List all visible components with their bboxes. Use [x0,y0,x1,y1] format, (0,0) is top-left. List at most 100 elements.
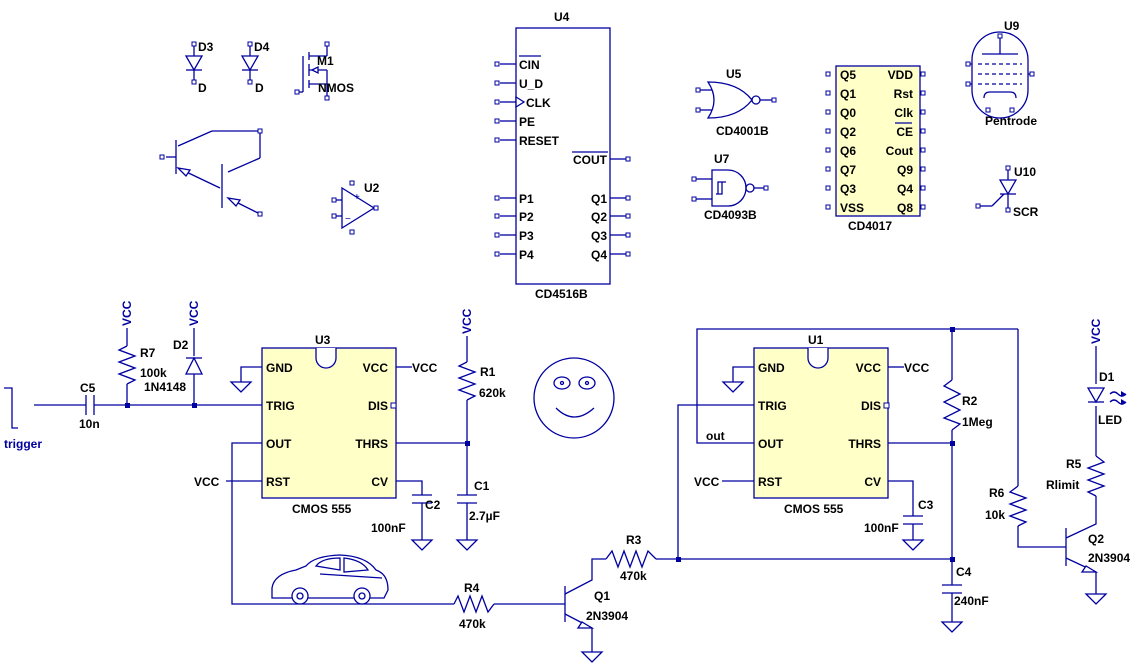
diode-d4-icon [240,41,260,85]
cd4017-pin-q7: Q7 [840,163,856,177]
r5-value: Rlimit [1046,478,1079,492]
vcc-rst-label: VCC [194,475,220,489]
capacitor-c3-icon [901,515,925,551]
cd4017-pin-q3: Q3 [840,182,856,196]
u1-vcc-rst-label: VCC [694,475,720,489]
c3-value: 100nF [864,521,899,535]
r7-ref: R7 [140,346,156,360]
u4-pin-q1: Q1 [591,192,607,206]
capacitor-c1-icon [455,494,479,551]
car-icon [271,554,389,605]
c4-value: 240nF [954,594,989,608]
u1-pin-thrs: THRS [848,437,881,451]
d4-ref: D4 [254,40,270,54]
vcc-r1-label: VCC [460,308,474,334]
svg-text:+: + [354,192,360,203]
r4-ref: R4 [464,581,480,595]
cd4017-pin-q1: Q1 [840,87,856,101]
resistor-r3-icon [605,549,657,569]
nmos-m1-icon [294,41,330,101]
c1-ref: C1 [474,479,490,493]
u1-pin-trig: TRIG [758,399,787,413]
cd4017-pin-q8: Q8 [897,201,913,215]
d4-value: D [255,81,264,95]
cd4017-pin-cout: Cout [886,144,913,158]
d3-value: D [198,81,207,95]
vcc-d2-label: VCC [187,300,201,326]
u1-pin-rst: RST [758,475,783,489]
u10-ref: U10 [1014,165,1036,179]
u1-pin-out: OUT [758,437,784,451]
r1-value: 620k [479,386,506,400]
u9-ref: U9 [1004,19,1020,33]
u5-ref: U5 [726,67,742,81]
r2-value: 1Meg [962,415,993,429]
c5-ref: C5 [80,381,96,395]
u4-pin-p4: P4 [519,248,534,262]
u1-pin-cv: CV [864,475,881,489]
u3-pin-out: OUT [266,437,292,451]
diode-d2-icon [184,356,204,375]
u1-pin-gnd: GND [758,361,785,375]
r1-ref: R1 [480,365,496,379]
cd4017-pin-rst: Rst [894,87,913,101]
smiley-face-icon [533,357,615,439]
u3-pin-trig: TRIG [266,399,295,413]
u1-vcc-net: VCC [904,361,930,375]
u7-ref: U7 [714,152,730,166]
d3-ref: D3 [198,40,214,54]
cd4017-pin-q0: Q0 [840,106,856,120]
u4-pin-cout: COUT [573,153,608,167]
u3-pin-dis: DIS [368,399,388,413]
u4-pin-p2: P2 [519,210,534,224]
ground-icon [580,651,604,663]
u1-pin-dis: DIS [861,399,881,413]
ground-icon [721,381,745,393]
cd4017-pin-ce: CE [896,125,913,139]
u4-ref: U4 [554,10,570,24]
u4-pin-q4: Q4 [591,248,607,262]
u4-part: CD4516B [535,287,588,301]
ic-cd4017 [825,65,926,217]
u7-part: CD4093B [704,208,757,222]
resistor-r2-icon [942,379,962,431]
vcc-r7-label: VCC [120,300,134,326]
c5-value: 10n [79,417,100,431]
r5-ref: R5 [1066,457,1082,471]
u4-pin-q3: Q3 [591,229,607,243]
u3-vcc-net: VCC [412,361,438,375]
nor-gate-u5-icon [695,81,777,119]
q2-ref: Q2 [1088,532,1104,546]
u4-right-pin-stubs [610,156,631,257]
d2-ref: D2 [173,338,189,352]
cd4017-pin-q5: Q5 [840,68,856,82]
cd4017-pin-q6: Q6 [840,144,856,158]
cd4017-part: CD4017 [848,219,892,233]
ic-u1-555 [753,347,890,499]
wires-circuit1 [34,328,678,652]
scr-u10-icon [975,165,1018,213]
u5-part: CD4001B [716,124,769,138]
trigger-label: trigger [4,437,42,451]
r3-ref: R3 [626,533,642,547]
u4-pin-p1: P1 [519,192,534,206]
cd4017-pin-q9: Q9 [897,163,913,177]
trigger-pulse-icon [4,387,18,429]
u1-pin-vcc: VCC [856,361,882,375]
cd4017-pin-q4: Q4 [897,182,913,196]
u3-pin-rst: RST [266,475,291,489]
r2-ref: R2 [962,394,978,408]
u4-pin-reset: RESET [519,134,560,148]
resistor-r5-icon [1086,455,1106,497]
d2-value: 1N4148 [144,380,186,394]
cd4017-pin-stubs [825,71,926,210]
capacitor-c2-icon [410,494,434,551]
out-net-label: out [706,429,725,443]
d1-ref: D1 [1099,370,1115,384]
diode-d3-icon [184,41,204,85]
r7-value: 100k [140,366,167,380]
resistor-r6-icon [1008,485,1028,527]
c2-value: 100nF [371,521,406,535]
capacitor-c4-icon [940,584,964,633]
c1-value: 2.7µF [469,509,500,523]
